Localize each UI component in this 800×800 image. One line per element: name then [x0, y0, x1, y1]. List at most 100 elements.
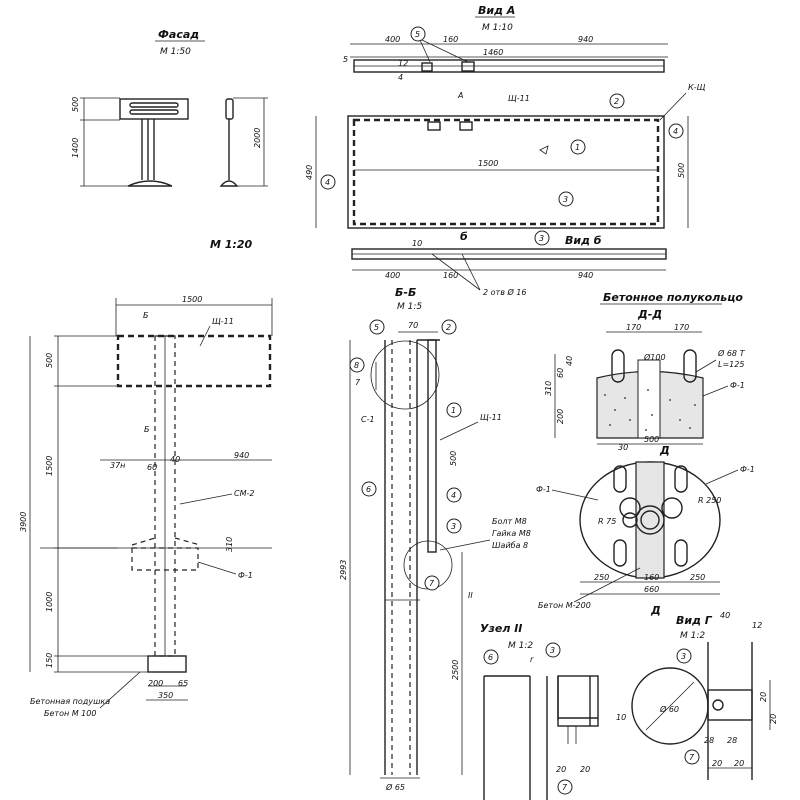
section-bb-dim-500: 500	[449, 451, 458, 466]
main-dim-500: 500	[45, 353, 54, 368]
callout-4-view-a-right: 4	[668, 123, 684, 139]
section-bb-nut: Гайка М8	[492, 529, 531, 538]
plan-label-concrete: Бетон М-200	[538, 601, 591, 610]
main-base-pad	[147, 655, 187, 673]
view-a-dim-490: 490	[305, 165, 314, 180]
svg-text:3: 3	[563, 195, 568, 204]
plan-label-d-bottom: Д	[650, 604, 661, 617]
callout-8-section: 8	[349, 357, 365, 373]
section-bb-label-c1: С-1	[361, 415, 375, 424]
main-elevation: М 1:20 1500 Б Щ-11 37н 60 40 940 Б СМ-2 …	[19, 238, 273, 718]
callout-5-view-a: 5	[410, 26, 426, 42]
concrete-half-ring: Бетонное полукольцо Д-Д 170 170 Ø100 Ø 6…	[544, 291, 746, 445]
view-a-dim-5: 5	[343, 55, 348, 64]
view-a-dim-12: 12	[398, 59, 408, 68]
main-dim-1000: 1000	[45, 592, 54, 612]
svg-text:8: 8	[354, 361, 359, 370]
conc-dim-100: Ø100	[643, 352, 666, 362]
callouts: 5 2 1 4 4 3 3 5 2 8 1 6 4 3 7 6 3 7 3 7	[320, 26, 700, 795]
section-bb-scale: М 1:5	[397, 302, 422, 312]
main-label-concrete: Бетон М 100	[44, 709, 96, 718]
view-g-dim-20b: 20	[769, 714, 778, 724]
svg-text:6: 6	[366, 485, 371, 494]
svg-text:2: 2	[446, 323, 451, 332]
view-b-dim-160: 160	[443, 271, 458, 280]
main-board	[116, 334, 272, 388]
view-g-dim-28a: 28	[704, 736, 714, 745]
main-label-sh: Щ-11	[212, 317, 234, 326]
facade-dim-1400: 1400	[71, 138, 80, 158]
view-a-dim-940: 940	[578, 35, 593, 44]
svg-text:1: 1	[451, 406, 456, 415]
plan-dim-r250: R 250	[698, 496, 721, 505]
section-bb-dim-65: Ø 65	[385, 782, 405, 792]
svg-text:3: 3	[451, 522, 456, 531]
svg-text:3: 3	[681, 652, 686, 661]
conc-dim-40: 40	[565, 356, 574, 366]
conc-dim-310: 310	[544, 381, 553, 396]
callout-1-section: 1	[446, 402, 462, 418]
plan-label-d-top: Д	[659, 444, 670, 457]
view-g: Вид Г М 1:2 40 12 Ø 60 20 20 28 28 20 20	[631, 611, 778, 780]
callout-3-node: 3	[545, 642, 561, 658]
view-a-dim-4: 4	[398, 73, 403, 82]
section-bb: Б-Б М 1:5 70 7 С-1 Щ-11 500 2993 2500 Ø …	[339, 286, 531, 792]
main-dim-310: 310	[225, 537, 234, 552]
node-dim-10: 10	[616, 713, 626, 722]
conc-title: Бетонное полукольцо	[603, 291, 743, 304]
view-a-dim-500: 500	[677, 163, 686, 178]
view-g-dim-12: 12	[752, 621, 762, 630]
svg-text:2: 2	[614, 97, 619, 106]
callout-3-view-b: 3	[534, 230, 550, 246]
svg-text:3: 3	[539, 234, 544, 243]
plan-dim-660: 660	[644, 585, 659, 594]
view-a-label-ksh: К-Щ	[688, 83, 706, 92]
svg-text:4: 4	[451, 491, 456, 500]
conc-dim-dia: Ø 68 Т	[717, 348, 746, 358]
callout-1-view-a: 1	[570, 139, 586, 155]
view-g-scale: М 1:2	[680, 631, 705, 641]
svg-text:5: 5	[415, 30, 420, 39]
conc-dim-500: 500	[644, 435, 659, 444]
svg-text:3: 3	[550, 646, 555, 655]
node-title: Узел II	[480, 622, 522, 635]
facade-view: Фасад М 1:50 500 1400 2000	[71, 28, 268, 187]
plan-dim-30: 30	[618, 443, 628, 452]
callout-4-section: 4	[446, 487, 462, 503]
callout-3-view-g: 3	[676, 648, 692, 664]
plan-dim-250a: 250	[594, 573, 609, 582]
view-g-dim-20d: 20	[734, 759, 744, 768]
callout-6-section: 6	[361, 481, 377, 497]
view-b-dim-10: 10	[412, 239, 422, 248]
conc-dim-200: 200	[556, 409, 565, 424]
callout-7-section: 7	[424, 575, 440, 591]
plan-dim-160: 160	[644, 573, 659, 582]
main-dim-350: 350	[158, 691, 173, 700]
main-label-f: Ф-1	[238, 571, 253, 580]
main-dim-3900: 3900	[19, 512, 28, 532]
conc-dim-170b: 170	[674, 323, 689, 332]
conc-label-f: Ф-1	[730, 381, 745, 390]
callout-4-view-a-left: 4	[320, 174, 336, 190]
view-a-dim-400: 400	[385, 35, 400, 44]
node-dim-20a: 20	[556, 765, 566, 774]
main-label-pad: Бетонная подушка	[30, 697, 110, 706]
view-b-label: б	[460, 230, 468, 243]
facade-sign-board	[119, 98, 189, 120]
callout-5-section: 5	[369, 319, 385, 335]
section-bb-label-ii: II	[468, 591, 473, 600]
section-bb-dim-70: 70	[408, 321, 418, 330]
view-a-board	[347, 115, 665, 229]
view-g-title: Вид Г	[676, 614, 713, 627]
view-a-dim-1460: 1460	[483, 48, 503, 57]
view-g-dim-28b: 28	[727, 736, 737, 745]
section-bb-title: Б-Б	[395, 286, 416, 299]
callout-7-view-g: 7	[684, 749, 700, 765]
view-a-label-sh: Щ-11	[508, 94, 530, 103]
view-b: б Вид б 400 160 940 10 2 отв Ø 16	[351, 230, 667, 297]
view-b-weld-label: 2 отв Ø 16	[483, 287, 526, 297]
view-a-dim-160: 160	[443, 35, 458, 44]
section-bb-washer: Шайба 8	[492, 541, 528, 550]
plan-label-f-right: Ф-1	[740, 465, 755, 474]
